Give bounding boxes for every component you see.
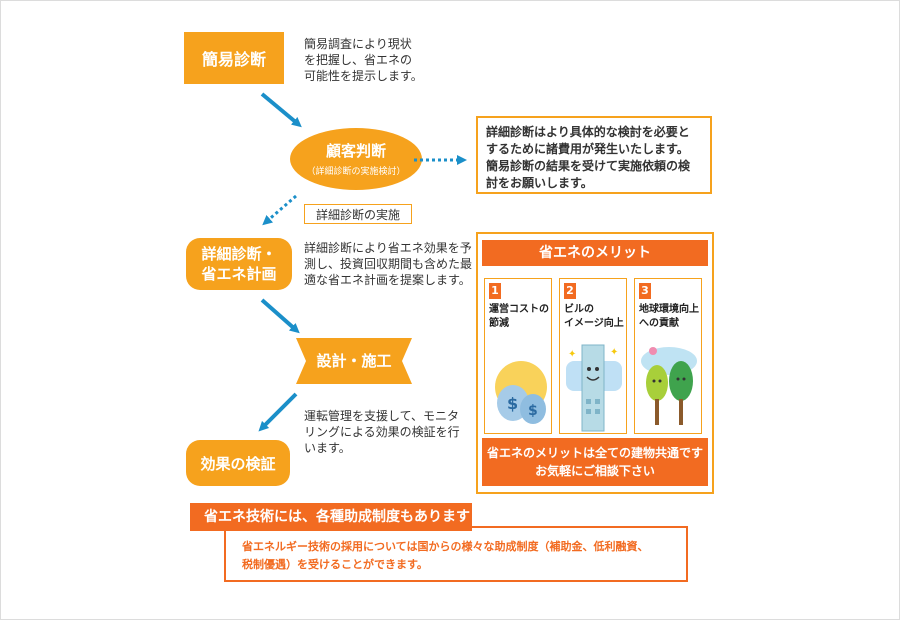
step-design-construction-ribbon: [296, 338, 412, 384]
step-simple-diagnosis-label: 簡易診断: [201, 50, 266, 69]
subsidy-text-line: 税制優遇）を受けることができます。: [242, 558, 428, 571]
step-customer-decision: 顧客判断 （詳細診断の実施検討）: [290, 128, 422, 190]
desc-line: 可能性を提示します。: [304, 69, 423, 83]
step-effect-verification: 効果の検証: [186, 440, 290, 486]
step-detailed-label-line1: 詳細診断・: [201, 245, 277, 263]
step-customer-decision-sublabel: （詳細診断の実施検討）: [306, 167, 406, 177]
arrow-4-to-5: [258, 392, 298, 432]
merit-item-environment: 3 地球環境向上 への貢献: [634, 278, 702, 434]
desc-line: 適な省エネ計画を提案します。: [304, 273, 471, 287]
merit-number: 2: [564, 283, 576, 299]
arrow-dotted-2-to-3: [262, 194, 297, 226]
desc-line: 測し、投資回収期間も含めた最: [304, 257, 473, 271]
merit-footer-line: お気軽にご相談下さい: [535, 464, 655, 478]
merit-label: ビルの イメージ向上: [564, 303, 624, 331]
step-effect-verification-description: 運転管理を支援して、モニタ リングによる効果の検証を行 います。: [304, 408, 460, 456]
merit-item-cost: 1 運営コストの 節減 $ $: [484, 278, 552, 434]
implement-detailed-diagnosis-label: 詳細診断の実施: [304, 204, 412, 224]
merit-label: 運営コストの 節減: [489, 303, 549, 331]
step-design-construction-label: 設計・施工: [316, 352, 392, 370]
subsidy-text-line: 省エネルギー技術の採用については国からの様々な助成制度（補助金、低利融資、: [242, 540, 649, 553]
merit-number: 1: [489, 283, 501, 299]
svg-text:✦: ✦: [610, 347, 618, 358]
arrow-1-to-2: [260, 92, 302, 128]
note-line: するために諸費用が発生いたします。: [486, 142, 689, 156]
subsidy-description-box: 省エネルギー技術の採用については国からの様々な助成制度（補助金、低利融資、 税制…: [224, 526, 688, 582]
merit-label-line: 地球環境向上: [639, 304, 699, 315]
trees-icon: [641, 347, 697, 425]
detailed-diagnosis-cost-note: 詳細診断はより具体的な検討を必要と するために諸費用が発生いたします。 簡易診断…: [476, 116, 712, 194]
note-line: 討をお願いします。: [486, 176, 593, 190]
desc-line: 簡易調査により現状: [304, 37, 412, 51]
desc-line: を把握し、省エネの: [304, 53, 413, 67]
step-detailed-label-line2: 省エネ計画: [201, 265, 277, 283]
merit-item-image: 2 ビルの イメージ向上 ✦ ✦: [559, 278, 627, 434]
energy-saving-merit-panel: 省エネのメリット 1 運営コストの 節減 $ $ 2 ビルの イメージ向上: [476, 232, 714, 494]
desc-line: リングによる効果の検証を行: [304, 425, 460, 439]
svg-text:$: $: [507, 394, 518, 413]
smiling-building-icon: ✦ ✦: [566, 344, 622, 432]
merit-label-line: への貢献: [639, 318, 679, 329]
merit-footer: 省エネのメリットは全ての建物共通です お気軽にご相談下さい: [482, 438, 708, 486]
desc-line: います。: [304, 441, 351, 455]
step-detailed-diagnosis-plan: 詳細診断・ 省エネ計画: [186, 238, 292, 290]
desc-line: 運転管理を支援して、モニタ: [304, 409, 460, 423]
merit-label-line: イメージ向上: [564, 318, 624, 329]
note-line: 簡易診断の結果を受けて実施依頼の検: [486, 159, 691, 173]
desc-line: 詳細診断により省エネ効果を予: [304, 241, 472, 255]
merit-number: 3: [639, 283, 651, 299]
arrow-3-to-4: [260, 298, 300, 334]
step-detailed-diagnosis-description: 詳細診断により省エネ効果を予 測し、投資回収期間も含めた最 適な省エネ計画を提案…: [304, 240, 472, 288]
merit-footer-line: 省エネのメリットは全ての建物共通です: [486, 446, 703, 460]
svg-text:✦: ✦: [568, 349, 576, 360]
step-customer-decision-label: 顧客判断: [325, 142, 386, 160]
svg-text:$: $: [528, 403, 538, 419]
merit-label: 地球環境向上 への貢献: [639, 303, 699, 331]
step-simple-diagnosis-description: 簡易調査により現状 を把握し、省エネの 可能性を提示します。: [304, 36, 423, 84]
step-effect-verification-label: 効果の検証: [200, 454, 276, 473]
money-bag-icon: $ $: [495, 361, 547, 424]
note-line: 詳細診断はより具体的な検討を必要と: [486, 125, 690, 139]
merit-label-line: 運営コストの: [489, 304, 549, 315]
merit-label-line: ビルの: [564, 304, 594, 315]
subsidy-title: 省エネ技術には、各種助成制度もあります: [190, 503, 472, 531]
merit-title: 省エネのメリット: [482, 240, 708, 266]
merit-label-line: 節減: [489, 318, 509, 329]
step-simple-diagnosis: 簡易診断: [184, 32, 284, 84]
